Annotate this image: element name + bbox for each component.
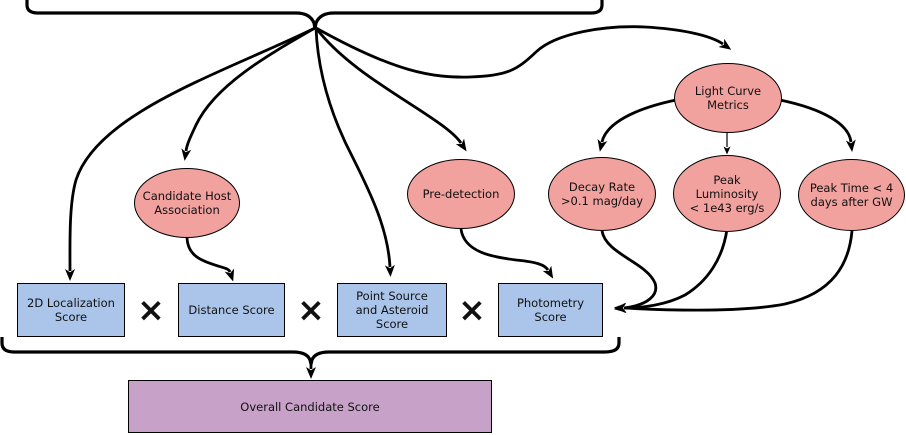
arrow-lcm-to-peak-time <box>779 98 856 152</box>
node-photometry-score: Photometry Score <box>498 283 603 337</box>
node-label: 2D Localization Score <box>27 296 115 324</box>
arrow-brace-to-light-curve-metrics <box>315 25 732 79</box>
node-label: Overall Candidate Score <box>240 399 380 414</box>
node-point-source-asteroid-score: Point Source and Asteroid Score <box>337 283 447 337</box>
node-label: Point Source and Asteroid Score <box>355 289 429 331</box>
node-label: Peak Luminosity < 1e43 erg/s <box>689 172 765 215</box>
node-2d-localization-score: 2D Localization Score <box>17 283 125 337</box>
multiply-operator: × <box>137 289 165 329</box>
multiply-operator: × <box>297 289 325 329</box>
multiply-operator: × <box>458 289 486 329</box>
node-candidate-host-association: Candidate Host Association <box>134 168 240 238</box>
bottom-brace <box>0 337 605 366</box>
arrow-pre-detection-to-photometry <box>459 228 554 279</box>
node-peak-time: Peak Time < 4 days after GW <box>798 159 905 231</box>
arrow-brace-to-pre-detection <box>314 27 467 152</box>
node-peak-luminosity: Peak Luminosity < 1e43 erg/s <box>673 155 781 232</box>
arrow-candidate-host-to-distance <box>185 237 235 282</box>
bottom-brace-right-end <box>604 337 621 354</box>
arrow-peak-luminosity-to-photometry <box>614 228 729 313</box>
node-label: Light Curve Metrics <box>694 84 762 112</box>
node-label: Decay Rate >0.1 mag/day <box>560 180 644 208</box>
node-label: Candidate Host Association <box>142 189 232 217</box>
node-label: Pre-detection <box>422 187 500 201</box>
arrow-brace-to-candidate-host <box>181 26 316 161</box>
node-label: Distance Score <box>188 303 275 317</box>
node-label: Photometry Score <box>516 296 585 324</box>
arrow-decay-rate-to-photometry <box>600 230 658 313</box>
node-label: Peak Time < 4 days after GW <box>809 181 894 209</box>
arrow-brace-to-point-source <box>314 27 395 277</box>
node-pre-detection: Pre-detection <box>407 159 515 229</box>
node-overall-candidate-score: Overall Candidate Score <box>128 380 492 433</box>
node-light-curve-metrics: Light Curve Metrics <box>674 63 782 133</box>
arrow-brace-to-2d-localization <box>64 26 316 281</box>
arrow-peak-time-to-photometry <box>614 230 854 314</box>
node-decay-rate: Decay Rate >0.1 mag/day <box>548 157 656 231</box>
arrow-lcm-to-decay-rate <box>597 98 677 152</box>
top-brace <box>25 0 604 30</box>
node-distance-score: Distance Score <box>178 283 285 337</box>
